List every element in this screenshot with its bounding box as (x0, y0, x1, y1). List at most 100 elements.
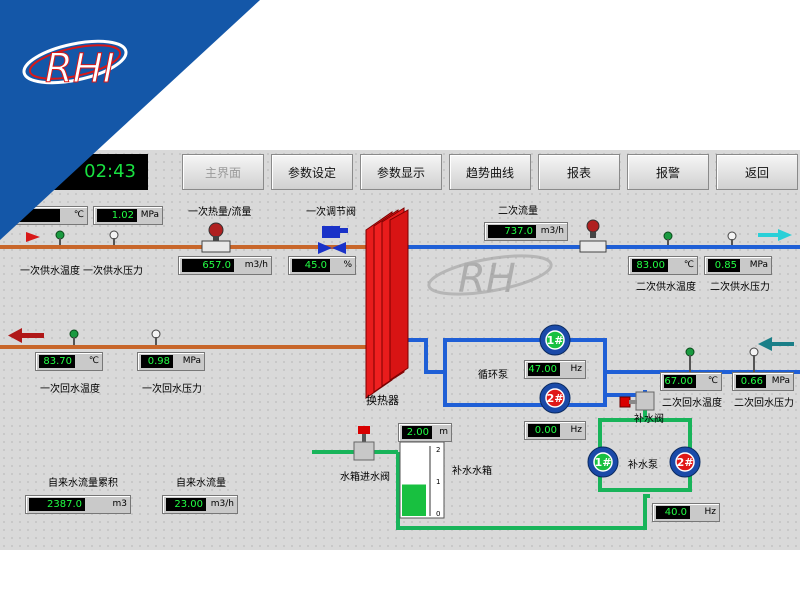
scada-panel: RH (0, 150, 800, 550)
circ-pump-freq-readout: 47.00 Hz (524, 360, 586, 379)
city-water-total-value: 2387.0 (29, 498, 85, 511)
pressure-gauge-icon (727, 231, 737, 245)
svg-text:RH: RH (458, 256, 516, 302)
secondary-supply-pressure-readout: 0.85 MPa (704, 256, 772, 275)
tank-scale-top: 2 (436, 446, 440, 454)
makeup-pump-1-icon[interactable] (587, 446, 619, 478)
tank-inlet-valve-icon (353, 426, 375, 461)
makeup-tank (399, 441, 445, 519)
primary-return-pressure-value: 0.98 (141, 355, 173, 368)
makeup-valve-icon (619, 391, 655, 411)
primary-valve-value: 45.0 (292, 259, 330, 272)
city-water-flow-value: 23.00 (166, 498, 206, 511)
primary-return-pressure-unit: MPa (182, 356, 201, 366)
secondary-flow-value: 737.0 (488, 225, 536, 238)
temp-sensor-icon (685, 347, 695, 372)
circ-pump-1-icon[interactable] (539, 324, 571, 356)
nav-main-screen[interactable]: 主界面 (182, 154, 264, 190)
secondary-return-pressure-readout: 0.66 MPa (732, 372, 794, 391)
company-logo: RHI (22, 39, 128, 93)
circ-pump-2-freq-readout: 0.00 Hz (524, 421, 586, 440)
primary-heat-flow-label: 一次热量/流量 (188, 207, 252, 218)
tank-inlet-valve-label: 水箱进水阀 (340, 472, 390, 483)
primary-flow-value: 657.0 (182, 259, 234, 272)
primary-regulating-valve-icon (318, 226, 348, 254)
primary-valve-unit: % (343, 260, 352, 270)
tank-level-value: 2.00 (402, 426, 432, 439)
secondary-supply-arrow-icon (758, 229, 792, 241)
tank-scale-bottom: 0 (436, 510, 440, 518)
secondary-supply-temp-label: 二次供水温度 (636, 282, 696, 293)
nav-report[interactable]: 报表 (538, 154, 620, 190)
secondary-supply-pressure-unit: MPa (749, 260, 768, 270)
primary-return-pressure-readout: 0.98 MPa (137, 352, 205, 371)
circ-pump-2-label: 2# (547, 392, 564, 405)
primary-flow-meter-icon (201, 222, 231, 253)
pressure-gauge-icon (151, 329, 161, 345)
pressure-gauge-icon (749, 347, 759, 372)
circ-pump-freq-value: 47.00 (528, 363, 560, 376)
secondary-flow-unit: m3/h (540, 226, 564, 236)
temp-sensor-icon (663, 231, 673, 245)
secondary-return-pressure-label: 二次回水压力 (734, 398, 794, 409)
secondary-supply-pressure-value: 0.85 (708, 259, 740, 272)
secondary-flow-label: 二次流量 (498, 206, 538, 217)
city-water-total-readout: 2387.0 m3 (25, 495, 131, 514)
brand-banner: RHI (0, 0, 260, 240)
watermark-logo: RH (427, 254, 553, 302)
makeup-pump-2-icon[interactable] (669, 446, 701, 478)
temp-sensor-icon (69, 329, 79, 345)
makeup-pump-1-label: 1# (595, 456, 612, 469)
nav-trend-curve[interactable]: 趋势曲线 (449, 154, 531, 190)
primary-supply-pressure-readout: 1.02 MPa (93, 206, 163, 225)
makeup-pump-freq-value: 40.0 (656, 506, 690, 519)
primary-flow-readout: 657.0 m3/h (178, 256, 272, 275)
city-water-flow-unit: m3/h (210, 499, 234, 509)
primary-supply-pressure-value: 1.02 (97, 209, 137, 222)
makeup-pump-freq-readout: 40.0 Hz (652, 503, 720, 522)
secondary-flow-meter-icon (579, 219, 607, 253)
nav-alarm[interactable]: 报警 (627, 154, 709, 190)
makeup-pump-label: 补水泵 (628, 460, 658, 471)
city-water-flow-readout: 23.00 m3/h (162, 495, 238, 514)
primary-return-pressure-label: 一次回水压力 (142, 384, 202, 395)
temp-sensor-icon (55, 230, 65, 245)
primary-valve-readout: 45.0 % (288, 256, 356, 275)
secondary-return-temp-label: 二次回水温度 (662, 398, 722, 409)
primary-supply-pressure-unit: MPa (140, 210, 159, 220)
process-diagram: RH (0, 207, 800, 530)
secondary-return-pressure-unit: MPa (771, 376, 790, 386)
circ-pump-1-label: 1# (547, 334, 564, 347)
secondary-return-pressure-value: 0.66 (736, 375, 766, 388)
heat-exchanger (365, 207, 409, 399)
primary-flow-unit: m3/h (244, 260, 268, 270)
heat-exchanger-label: 换热器 (366, 394, 399, 407)
secondary-return-temp-readout: 67.00 ℃ (660, 372, 722, 391)
primary-return-arrow-icon (8, 328, 44, 343)
pump-labels: 1# 2# 1# 2# 2 1 0 (436, 334, 694, 518)
primary-supply-temp-label: 一次供水温度 (20, 266, 80, 277)
primary-return-temp-readout: 83.70 ℃ (35, 352, 103, 371)
city-water-total-label: 自来水流量累积 (48, 478, 118, 489)
primary-return-temp-unit: ℃ (88, 356, 99, 366)
city-water-total-unit: m3 (112, 499, 128, 509)
nav-back[interactable]: 返回 (716, 154, 798, 190)
secondary-supply-temp-readout: 83.00 ℃ (628, 256, 698, 275)
primary-return-pipe (0, 345, 368, 349)
logo-letters: RHI (45, 46, 115, 92)
makeup-valve-label: 补水阀 (634, 414, 664, 425)
primary-supply-pressure-label: 一次供水压力 (83, 266, 143, 277)
city-water-flow-label: 自来水流量 (176, 478, 226, 489)
secondary-return-temp-value: 67.00 (664, 375, 696, 388)
makeup-tank-label: 补水水箱 (452, 466, 492, 477)
secondary-return-temp-unit: ℃ (707, 376, 718, 386)
primary-return-temp-value: 83.70 (39, 355, 75, 368)
circ-pump-2-icon[interactable] (539, 382, 571, 414)
nav-param-settings[interactable]: 参数设定 (271, 154, 353, 190)
secondary-supply-temp-unit: ℃ (683, 260, 694, 270)
nav-param-display[interactable]: 参数显示 (360, 154, 442, 190)
primary-return-temp-label: 一次回水温度 (40, 384, 100, 395)
primary-supply-arrow-icon (26, 232, 40, 242)
secondary-return-arrow-icon (758, 337, 794, 351)
makeup-pump-2-label: 2# (677, 456, 694, 469)
